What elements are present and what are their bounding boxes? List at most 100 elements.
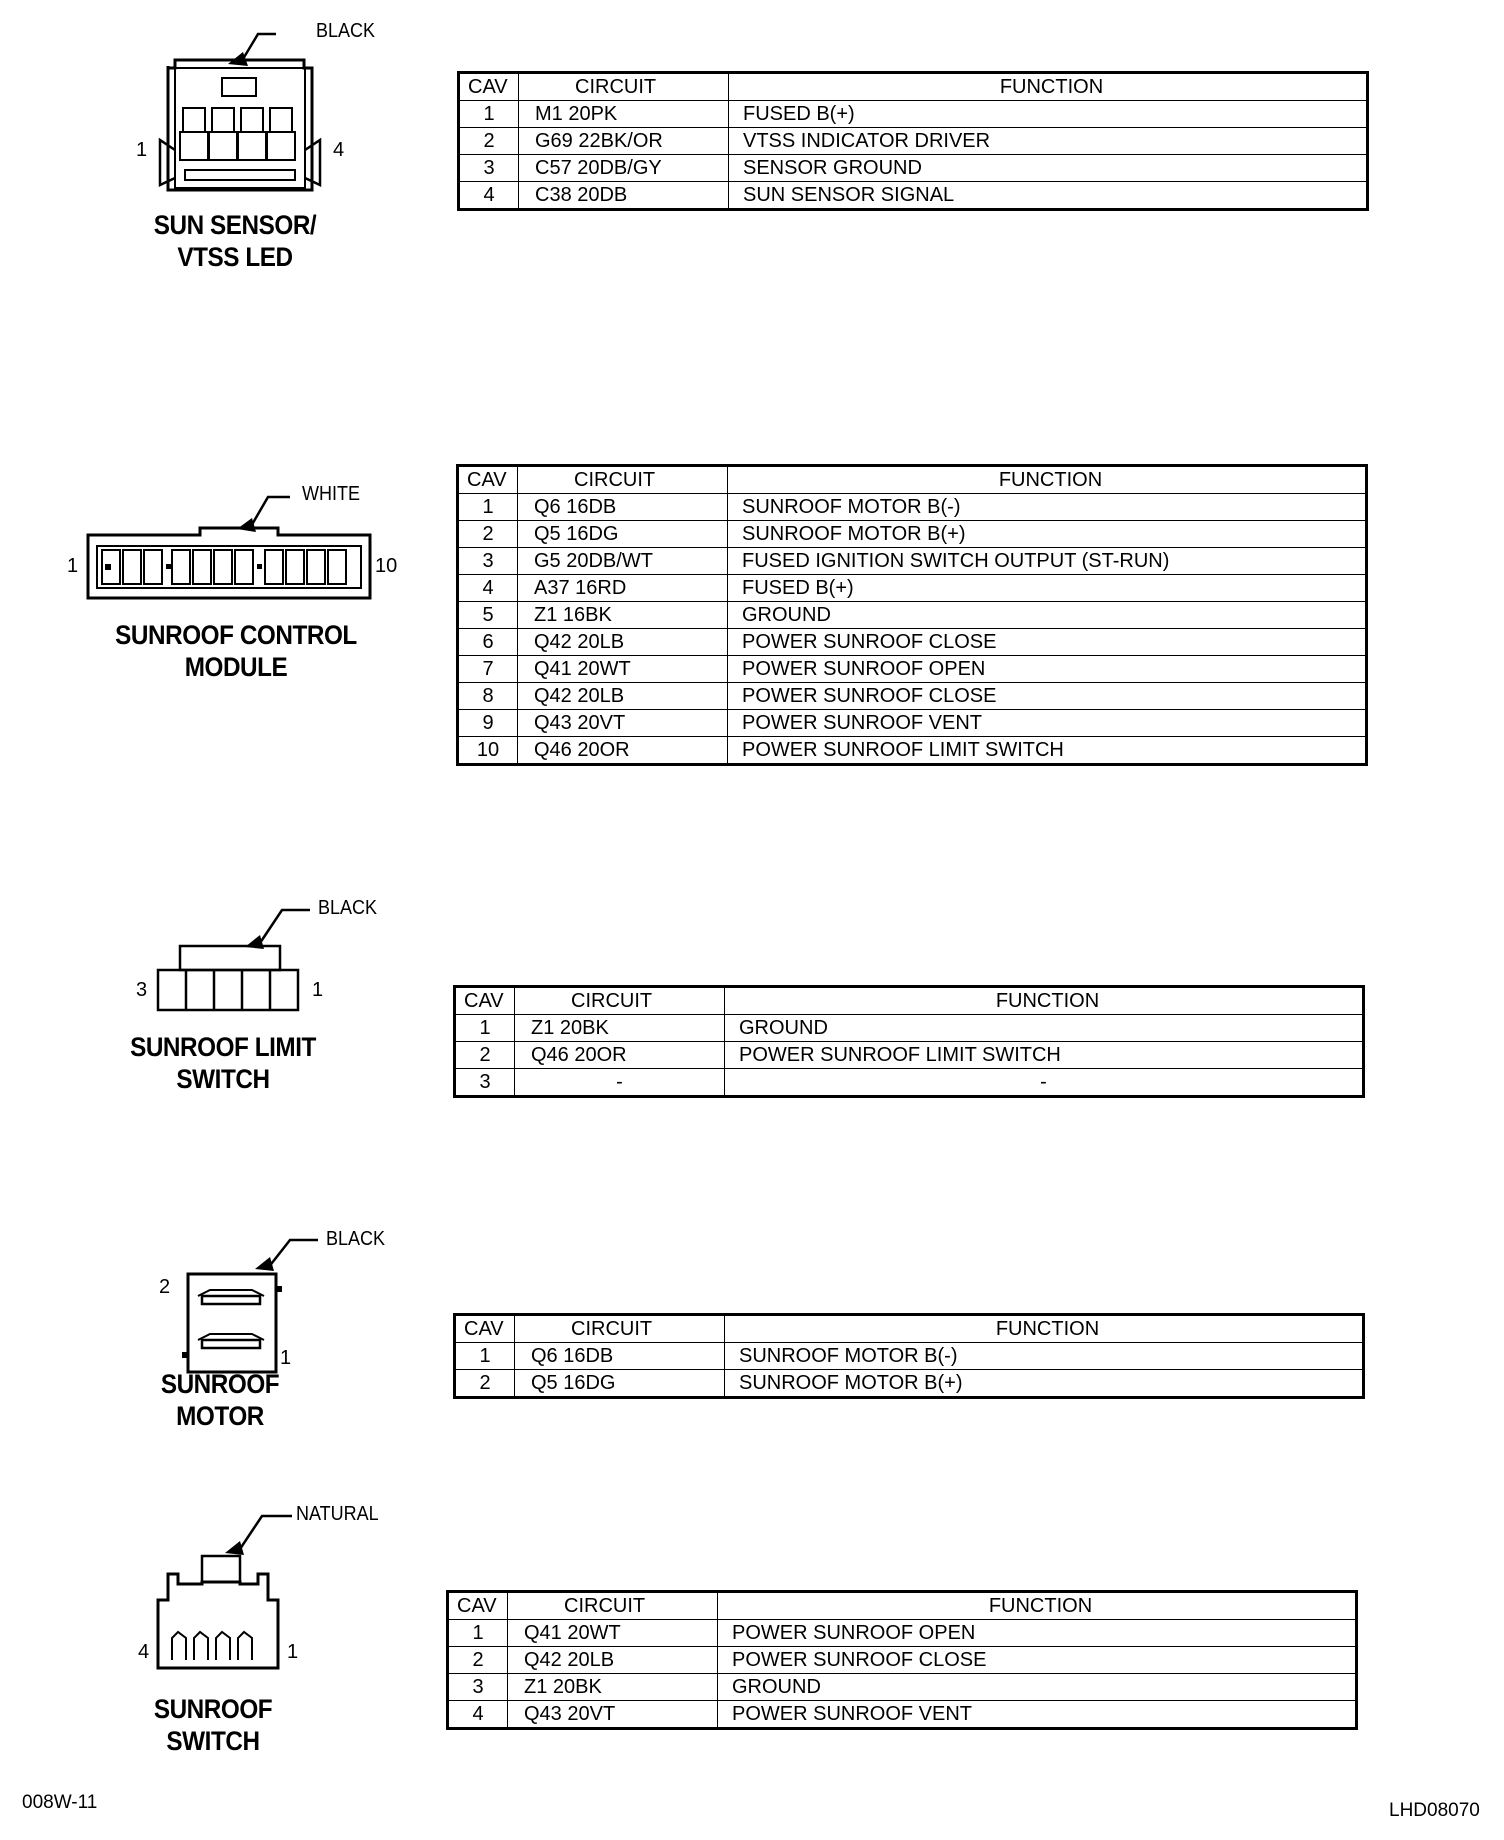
- pin-number-last: 1: [312, 979, 324, 1001]
- function-cell: POWER SUNROOF CLOSE: [727, 628, 1367, 656]
- connector-name-line2: VTSS LED: [177, 242, 293, 272]
- connector-name-line1: SUNROOF: [160, 1369, 280, 1399]
- circuit-cell: A37 16RD: [517, 574, 728, 602]
- cav-cell: 10: [457, 736, 518, 765]
- function-cell: POWER SUNROOF OPEN: [727, 655, 1367, 683]
- cav-cell: 1: [454, 1342, 515, 1370]
- cav-cell: 1: [447, 1619, 508, 1647]
- function-cell: GROUND: [727, 601, 1367, 629]
- table-header-row: CAV CIRCUIT FUNCTION: [458, 72, 1368, 101]
- function-cell: FUSED B(+): [728, 100, 1368, 128]
- function-cell: SUNROOF MOTOR B(-): [724, 1342, 1364, 1370]
- circuit-cell: Q42 20LB: [517, 628, 728, 656]
- cav-cell: 5: [457, 601, 518, 629]
- cav-cell: 2: [454, 1041, 515, 1069]
- connector-name-line1: SUNROOF LIMIT: [130, 1032, 316, 1062]
- pin-number-first: 1: [136, 139, 148, 161]
- circuit-cell: G69 22BK/OR: [518, 127, 729, 155]
- pin-number-first: 2: [159, 1276, 171, 1298]
- cav-cell: 1: [458, 100, 519, 128]
- table-header-row: CAV CIRCUIT FUNCTION: [447, 1591, 1357, 1620]
- connector-sunroof-motor: BLACK 2 1 SUNROOF MOTOR: [0, 1220, 400, 1440]
- pin-number-last: 1: [287, 1641, 299, 1663]
- function-cell: -: [724, 1068, 1364, 1097]
- cav-cell: 9: [457, 709, 518, 737]
- connector-name: SUNROOF MOTOR: [85, 1368, 355, 1432]
- circuit-cell: Q5 16DG: [514, 1369, 725, 1398]
- cav-cell: 1: [457, 493, 518, 521]
- connector-name: SUNROOF SWITCH: [78, 1693, 348, 1757]
- col-header-function: FUNCTION: [727, 465, 1367, 494]
- table-header-row: CAV CIRCUIT FUNCTION: [454, 1314, 1364, 1343]
- col-header-circuit: CIRCUIT: [517, 465, 728, 494]
- circuit-cell: Q6 16DB: [517, 493, 728, 521]
- cav-cell: 4: [447, 1700, 508, 1729]
- table-row: 3--: [454, 1068, 1364, 1097]
- connector-name-line2: SWITCH: [166, 1726, 260, 1756]
- circuit-cell: Q41 20WT: [507, 1619, 718, 1647]
- circuit-cell: Q42 20LB: [507, 1646, 718, 1674]
- connector-sunroof-control-module: WHITE 1 10 SUNROOF CONTROL MODULE: [0, 450, 400, 710]
- circuit-cell: Z1 20BK: [514, 1014, 725, 1042]
- function-cell: POWER SUNROOF LIMIT SWITCH: [727, 736, 1367, 765]
- cav-cell: 3: [457, 547, 518, 575]
- col-header-cav: CAV: [457, 465, 518, 494]
- cav-cell: 4: [457, 574, 518, 602]
- circuit-cell: C38 20DB: [518, 181, 729, 210]
- cav-cell: 2: [447, 1646, 508, 1674]
- col-header-function: FUNCTION: [728, 72, 1368, 101]
- function-cell: SUN SENSOR SIGNAL: [728, 181, 1368, 210]
- circuit-cell: Q46 20OR: [514, 1041, 725, 1069]
- page-code-left: 008W-11: [22, 1792, 98, 1813]
- switch-connector-drawing: [156, 1514, 292, 1670]
- circuit-cell: G5 20DB/WT: [517, 547, 728, 575]
- col-header-cav: CAV: [447, 1591, 508, 1620]
- col-header-function: FUNCTION: [724, 1314, 1364, 1343]
- col-header-function: FUNCTION: [724, 986, 1364, 1015]
- circuit-cell: Q43 20VT: [517, 709, 728, 737]
- table-header-row: CAV CIRCUIT FUNCTION: [454, 986, 1364, 1015]
- cav-cell: 6: [457, 628, 518, 656]
- pin-number-first: 3: [136, 979, 148, 1001]
- function-cell: SENSOR GROUND: [728, 154, 1368, 182]
- pin-number-last: 1: [280, 1347, 292, 1369]
- cav-cell: 2: [454, 1369, 515, 1398]
- function-cell: POWER SUNROOF LIMIT SWITCH: [724, 1041, 1364, 1069]
- limit-switch-connector-drawing: [156, 908, 310, 1012]
- col-header-circuit: CIRCUIT: [507, 1591, 718, 1620]
- connector-color-label: WHITE: [302, 483, 360, 505]
- col-header-cav: CAV: [454, 1314, 515, 1343]
- function-cell: SUNROOF MOTOR B(+): [724, 1369, 1364, 1398]
- circuit-cell: -: [514, 1068, 725, 1097]
- circuit-cell: Z1 20BK: [507, 1673, 718, 1701]
- connector-sun-sensor: BLACK 1 4 SUN SENSOR/ VTSS LED: [0, 0, 1504, 300]
- function-cell: POWER SUNROOF CLOSE: [727, 682, 1367, 710]
- cav-cell: 8: [457, 682, 518, 710]
- connector-color-label: BLACK: [316, 20, 376, 42]
- figure-code-right: LHD08070: [1389, 1800, 1480, 1821]
- function-cell: FUSED IGNITION SWITCH OUTPUT (ST-RUN): [727, 547, 1367, 575]
- pin-number-first: 1: [67, 555, 79, 577]
- connector-name-line2: MODULE: [184, 652, 288, 682]
- connector-name-line1: SUN SENSOR/: [153, 210, 317, 240]
- pin-number-last: 4: [333, 139, 345, 161]
- cav-cell: 3: [454, 1068, 515, 1097]
- pin-number-last: 10: [375, 555, 398, 577]
- connector-name: SUN SENSOR/ VTSS LED: [100, 209, 370, 273]
- cav-cell: 3: [447, 1673, 508, 1701]
- col-header-cav: CAV: [458, 72, 519, 101]
- connector-name: SUNROOF LIMIT SWITCH: [88, 1031, 358, 1095]
